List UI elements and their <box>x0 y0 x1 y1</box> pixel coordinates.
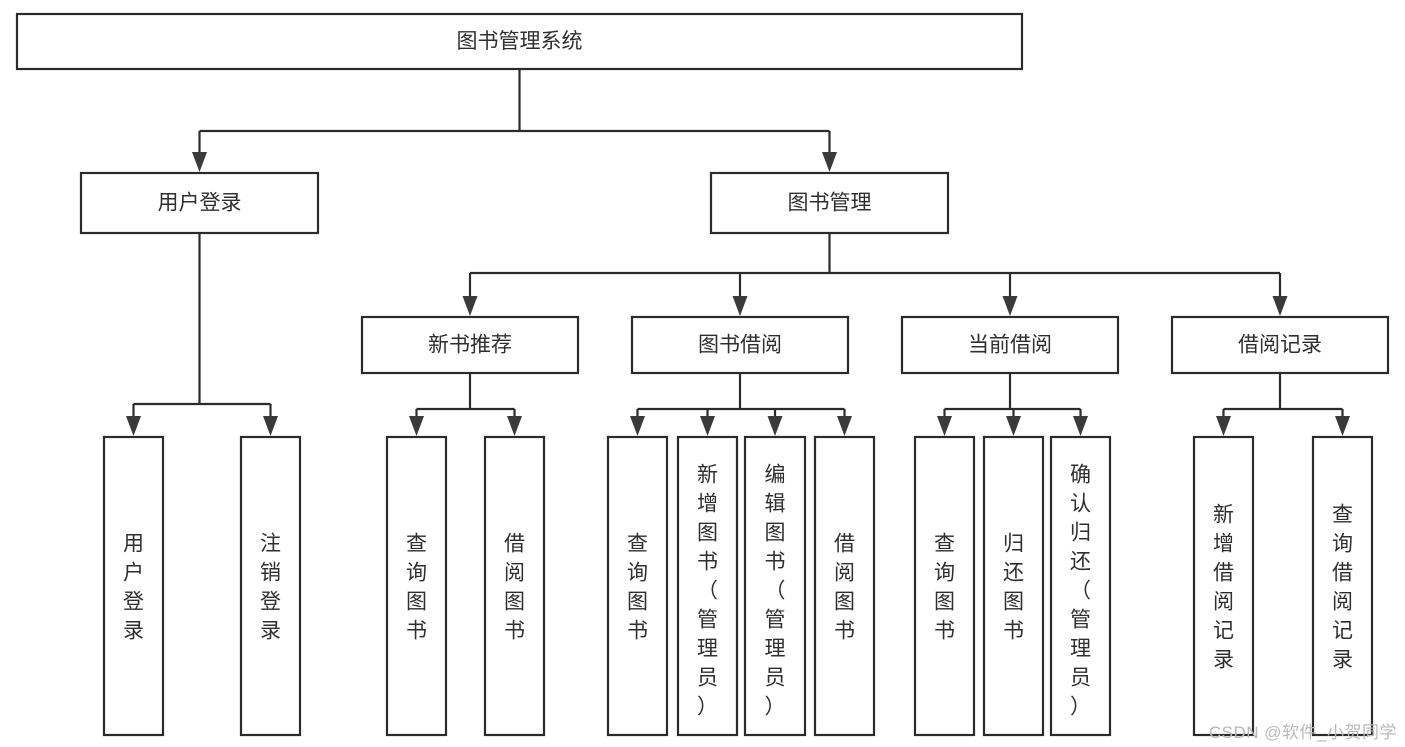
arrow-head-icon <box>507 416 522 436</box>
node-label: 新增图书（管理员） <box>697 464 718 719</box>
node-box <box>900 315 1120 375</box>
arrow-head-icon <box>1006 416 1021 436</box>
node-box <box>102 435 165 737</box>
arrow-head-icon <box>732 296 748 316</box>
node-l2_1[interactable]: 图书管理 <box>709 171 950 235</box>
node-label: 借阅图书 <box>834 533 855 643</box>
arrow-head-icon <box>767 416 783 436</box>
node-box <box>385 435 448 737</box>
node-layer: 图书管理系统用户登录图书管理新书推荐图书借阅当前借阅借阅记录用户登录注销登录查询… <box>15 12 1390 737</box>
node-leaf_9[interactable]: 归还图书 <box>982 435 1045 737</box>
node-label: 用户登录 <box>158 192 242 215</box>
node-box <box>1192 435 1255 737</box>
node-leaf_8[interactable]: 查询图书 <box>913 435 976 737</box>
node-box <box>79 171 320 235</box>
node-box <box>982 435 1045 737</box>
node-leaf_2[interactable]: 查询图书 <box>385 435 448 737</box>
node-label: 新增借阅记录 <box>1213 504 1234 672</box>
node-box <box>1049 435 1112 737</box>
node-label: 查询图书 <box>406 533 427 643</box>
arrow-head-icon <box>937 416 952 436</box>
node-box <box>676 435 739 737</box>
node-l3_1[interactable]: 图书借阅 <box>630 315 850 375</box>
node-label: 确认归还（管理员） <box>1070 464 1091 719</box>
node-box <box>709 171 950 235</box>
arrow-head-icon <box>1335 416 1350 436</box>
node-leaf_5[interactable]: 新增图书（管理员） <box>676 435 739 737</box>
node-label: 用户登录 <box>123 533 144 643</box>
node-box <box>630 315 850 375</box>
arrow-head-icon <box>822 152 837 172</box>
arrow-head-icon <box>1272 296 1288 316</box>
node-l3_3[interactable]: 借阅记录 <box>1170 315 1390 375</box>
node-leaf_1[interactable]: 注销登录 <box>239 435 302 737</box>
arrow-head-icon <box>192 152 207 172</box>
node-leaf_12[interactable]: 查询借阅记录 <box>1311 435 1374 737</box>
node-leaf_6[interactable]: 编辑图书（管理员） <box>743 435 807 737</box>
node-box <box>239 435 302 737</box>
node-leaf_10[interactable]: 确认归还（管理员） <box>1049 435 1112 737</box>
node-l2_0[interactable]: 用户登录 <box>79 171 320 235</box>
node-l3_0[interactable]: 新书推荐 <box>360 315 580 375</box>
node-leaf_0[interactable]: 用户登录 <box>102 435 165 737</box>
node-box <box>15 12 1024 71</box>
node-label: 查询借阅记录 <box>1332 504 1353 672</box>
arrow-head-icon <box>126 416 141 436</box>
node-box <box>813 435 876 737</box>
node-label: 注销登录 <box>260 533 281 643</box>
node-label: 新书推荐 <box>428 334 512 357</box>
node-label: 图书管理 <box>788 192 872 215</box>
node-leaf_7[interactable]: 借阅图书 <box>813 435 876 737</box>
node-label: 查询图书 <box>627 533 648 643</box>
node-leaf_4[interactable]: 查询图书 <box>606 435 669 737</box>
node-box <box>1170 315 1390 375</box>
arrow-head-icon <box>700 416 715 436</box>
node-box <box>1311 435 1374 737</box>
node-leaf_11[interactable]: 新增借阅记录 <box>1192 435 1255 737</box>
node-label: 查询图书 <box>934 533 955 643</box>
connector-layer <box>126 69 1350 436</box>
arrow-head-icon <box>1002 296 1018 316</box>
node-label: 图书管理系统 <box>457 30 583 53</box>
arrow-head-icon <box>1216 416 1231 436</box>
node-box <box>360 315 580 375</box>
node-label: 借阅记录 <box>1238 334 1322 357</box>
node-label: 当前借阅 <box>968 334 1052 357</box>
arrow-head-icon <box>462 296 478 316</box>
node-box <box>606 435 669 737</box>
node-box <box>743 435 807 737</box>
node-label: 图书借阅 <box>698 334 782 357</box>
node-label: 编辑图书（管理员） <box>765 464 786 719</box>
node-label: 借阅图书 <box>504 533 525 643</box>
node-l3_2[interactable]: 当前借阅 <box>900 315 1120 375</box>
node-box <box>483 435 546 737</box>
node-leaf_3[interactable]: 借阅图书 <box>483 435 546 737</box>
node-label: 归还图书 <box>1003 533 1024 643</box>
arrow-head-icon <box>1073 416 1088 436</box>
node-box <box>913 435 976 737</box>
arrow-head-icon <box>263 416 278 436</box>
node-root[interactable]: 图书管理系统 <box>15 12 1024 71</box>
arrow-head-icon <box>409 416 424 436</box>
arrow-head-icon <box>630 416 645 436</box>
arrow-head-icon <box>837 416 852 436</box>
